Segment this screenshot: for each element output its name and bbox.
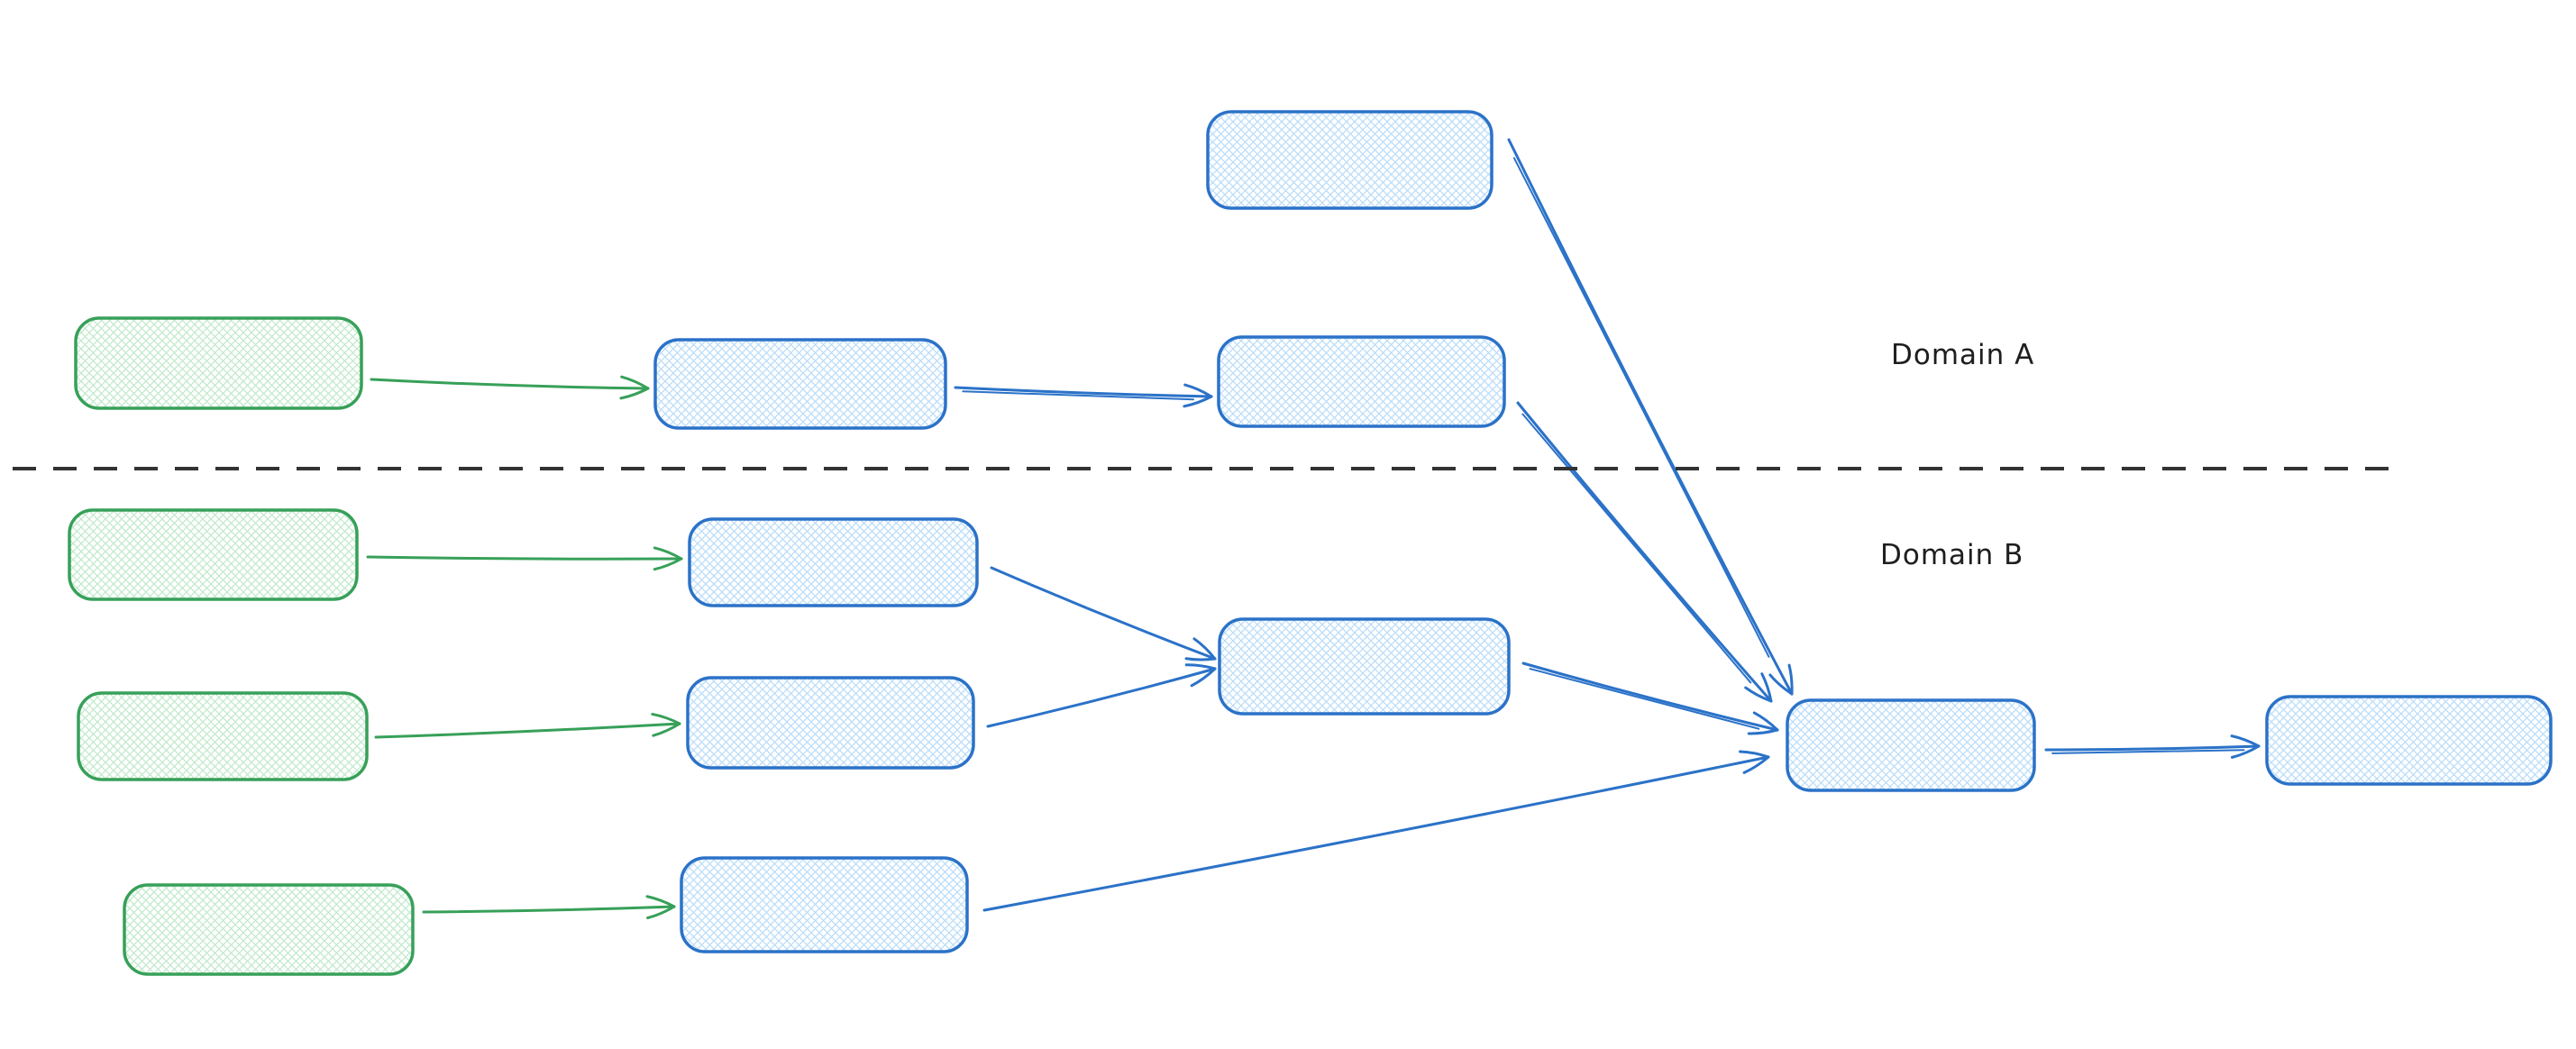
node-stage-b2 <box>686 676 975 770</box>
edge-stage-b2-to-merge <box>986 663 1217 728</box>
node-stage-a1 <box>653 338 947 430</box>
edge-merge-to-sink <box>1521 661 1779 735</box>
edge-sink-to-output <box>2044 734 2261 759</box>
edge-stage-a2-to-sink <box>1516 401 1773 703</box>
node-source-a <box>74 316 363 410</box>
edge-stage-b3-to-sink <box>982 750 1770 912</box>
node-stage-b3 <box>680 856 969 953</box>
edge-stage-a1-to-stage-a2 <box>954 383 1213 408</box>
node-source-b3 <box>123 883 415 976</box>
node-merge-mid <box>1218 617 1511 716</box>
node-sink <box>1786 698 2036 792</box>
edge-source-b2-to-stage-b2 <box>374 712 681 739</box>
edge-source-b1-to-stage-b1 <box>366 546 683 571</box>
edge-source-b3-to-stage-b3 <box>422 895 676 920</box>
edges-layer <box>366 138 2261 920</box>
node-source-b1 <box>68 508 359 601</box>
node-stage-b1 <box>688 517 979 607</box>
domain-b-label: Domain B <box>1880 539 2023 571</box>
nodes-layer <box>68 110 2553 976</box>
node-stage-top <box>1206 110 1494 210</box>
node-output <box>2265 695 2553 786</box>
edge-stage-b1-to-merge <box>990 566 1217 661</box>
node-source-b2 <box>77 691 369 781</box>
edge-stage-top-to-sink <box>1507 138 1794 696</box>
edge-source-a-to-stage-a1 <box>370 375 650 400</box>
domain-a-label: Domain A <box>1891 339 2034 371</box>
node-stage-a2 <box>1217 335 1506 428</box>
